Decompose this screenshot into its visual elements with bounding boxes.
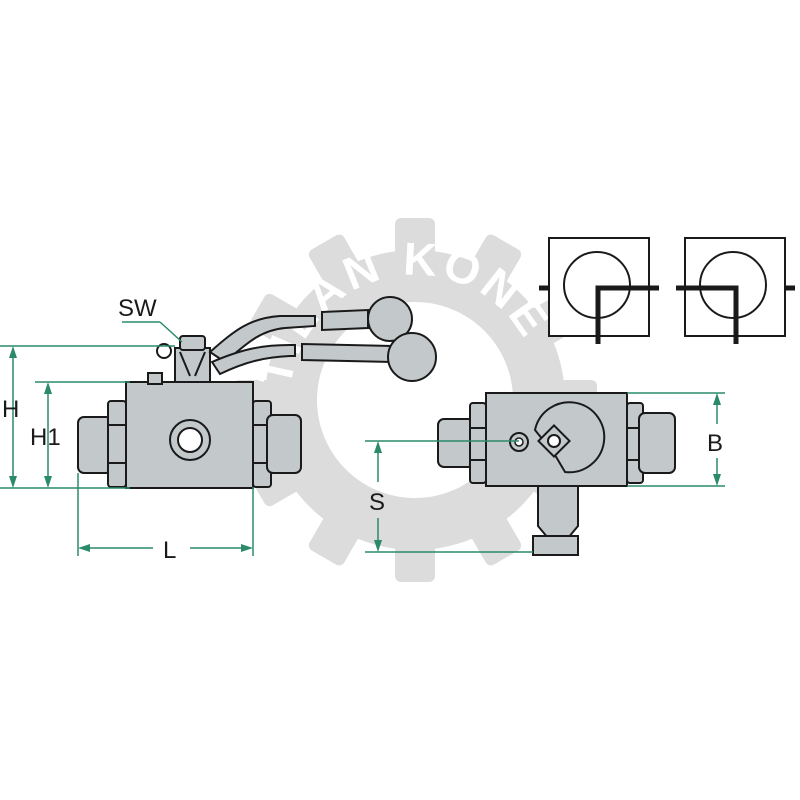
dimension-h1 [35, 381, 130, 488]
left-fitting [77, 416, 113, 474]
side-bottom-stem [537, 485, 579, 539]
dimension-l [77, 473, 254, 556]
left-hex-nut [107, 400, 127, 488]
label-s: S [369, 489, 385, 516]
label-sw: SW [118, 295, 157, 322]
port-inner [177, 427, 203, 453]
flow-symbol-2 [676, 237, 795, 344]
leader-sw [122, 321, 183, 343]
handle-upper-knob [367, 296, 413, 342]
flow-symbol-1 [539, 237, 659, 344]
right-fitting [266, 414, 302, 474]
handle-upper [208, 315, 316, 364]
valve-front-view [77, 296, 437, 489]
handle-lower [210, 344, 296, 376]
side-left-fitting [437, 418, 475, 468]
handle-lower-knob [387, 332, 437, 382]
dimension-s [365, 440, 533, 553]
dimension-b [627, 392, 725, 487]
cam-plate [533, 401, 606, 474]
handle-lower-extension [301, 342, 393, 364]
stem-cap [179, 335, 206, 351]
side-left-hex-nut [469, 402, 487, 484]
valve-side-view [437, 392, 676, 556]
label-h: H [2, 396, 19, 423]
dimension-h [0, 345, 175, 489]
handle-upper-extension [321, 308, 369, 332]
stem-tab [147, 372, 163, 385]
side-right-fitting [638, 412, 676, 474]
label-h1: H1 [30, 424, 61, 451]
label-l: L [163, 537, 176, 564]
side-bottom-cap [532, 535, 579, 556]
stem-pin [156, 343, 172, 359]
label-b: B [707, 430, 723, 457]
